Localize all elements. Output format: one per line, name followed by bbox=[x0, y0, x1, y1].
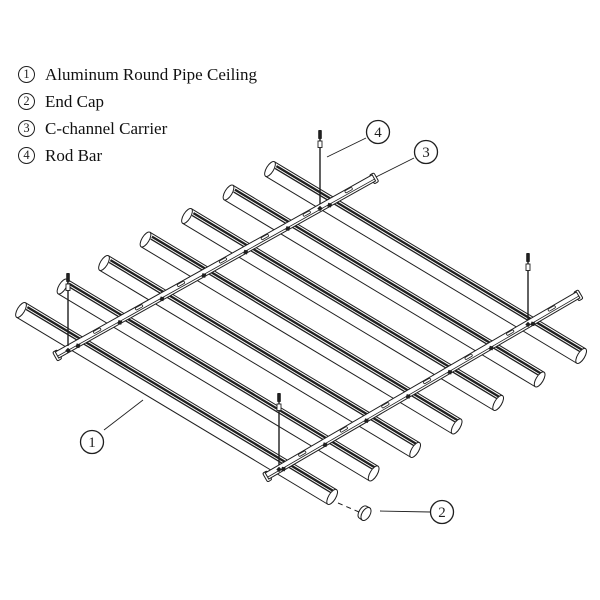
rod-bar bbox=[317, 130, 323, 212]
legend-item-label: Rod Bar bbox=[45, 145, 103, 165]
pipe-clip-dot bbox=[405, 394, 411, 399]
pipe-shading-stripe bbox=[109, 259, 418, 445]
rod-bar bbox=[525, 253, 531, 328]
rod-collar bbox=[65, 283, 71, 291]
callout-leader-line bbox=[375, 157, 415, 178]
assembly-dashed-line bbox=[337, 502, 360, 513]
pipe-far-rim bbox=[222, 184, 235, 201]
pipe-clip-dot bbox=[201, 273, 207, 278]
pipe-clip-dot bbox=[530, 321, 536, 327]
pipe-near-rim bbox=[326, 488, 339, 505]
legend-item-rod-bar: 4 Rod Bar bbox=[18, 142, 257, 169]
callout-circle bbox=[365, 119, 391, 145]
pipe-near-rim bbox=[533, 371, 546, 388]
rod-attachment-dot bbox=[276, 466, 282, 473]
carrier-slot bbox=[547, 305, 556, 312]
carrier-slot bbox=[344, 187, 353, 194]
pipe-clip-dot bbox=[327, 202, 332, 208]
rod-attachment-dot bbox=[525, 321, 531, 328]
carrier-slot bbox=[302, 210, 311, 217]
legend-number-badge: 1 bbox=[18, 66, 35, 83]
pipe-near-rim bbox=[367, 465, 380, 482]
pipe-shading-stripe bbox=[151, 235, 459, 422]
pipe-clip-dot bbox=[488, 345, 494, 351]
carrier-slot bbox=[176, 280, 186, 287]
carrier-slot bbox=[381, 402, 390, 409]
pipe-clip-dot bbox=[281, 466, 286, 472]
carrier-slot bbox=[506, 329, 515, 336]
rod-top-cap bbox=[318, 130, 322, 139]
carrier-slot bbox=[464, 353, 473, 360]
pipe-far-rim bbox=[181, 207, 193, 225]
pipe-clip-dot bbox=[447, 369, 453, 375]
rod-top-cap bbox=[277, 393, 281, 402]
pipe-near-rim bbox=[492, 394, 505, 411]
end-cap bbox=[357, 505, 372, 522]
rod-bar bbox=[276, 393, 282, 473]
legend-number-badge: 3 bbox=[18, 120, 35, 137]
pipe-clip-dot bbox=[322, 442, 328, 448]
rod-collar bbox=[276, 403, 282, 411]
callout-circle bbox=[429, 499, 455, 525]
pipe-shading-stripe bbox=[68, 282, 376, 469]
callout-number: 1 bbox=[88, 435, 96, 451]
callout-rod-bar: 4 bbox=[326, 119, 391, 158]
pipe-near-rim bbox=[409, 441, 422, 458]
pipe-shading-stripe bbox=[26, 306, 335, 492]
rod-collar bbox=[525, 263, 531, 271]
rod-attachment-dot bbox=[317, 205, 323, 212]
carrier-slot bbox=[339, 426, 348, 433]
rod-bar bbox=[65, 273, 71, 354]
callout-number: 3 bbox=[422, 145, 430, 161]
callout-number: 4 bbox=[374, 125, 382, 141]
pipe-clip-dot bbox=[285, 226, 291, 231]
rod-collar bbox=[317, 140, 323, 148]
c-channel-carrier bbox=[52, 172, 379, 361]
legend-number-badge: 2 bbox=[18, 93, 35, 110]
rod-top-cap bbox=[66, 273, 70, 282]
pipe-far-rim bbox=[139, 231, 152, 248]
carrier-slot bbox=[134, 304, 144, 311]
pipe-clip-dot bbox=[364, 418, 369, 424]
pipe-far-rim bbox=[264, 160, 276, 178]
drawing-layers bbox=[15, 130, 588, 522]
legend-item-label: End Cap bbox=[45, 91, 105, 111]
carrier-slot bbox=[422, 377, 432, 385]
pipe-shading-stripe bbox=[274, 167, 582, 353]
round-pipe bbox=[56, 278, 380, 482]
c-channel-carrier bbox=[262, 289, 584, 482]
carrier-slot bbox=[298, 450, 307, 457]
legend: 1 Aluminum Round Pipe Ceiling 2 End Cap … bbox=[18, 61, 257, 169]
pipe-far-rim bbox=[98, 254, 110, 272]
carrier-slot bbox=[93, 327, 102, 334]
pipe-far-rim bbox=[15, 301, 27, 319]
carrier-slot bbox=[260, 234, 269, 241]
pipe-clip-dot bbox=[117, 320, 123, 325]
callout-circle bbox=[79, 429, 105, 455]
legend-item-label: Aluminum Round Pipe Ceiling bbox=[45, 64, 258, 84]
callout-end-cap: 2 bbox=[379, 499, 455, 525]
callout-leader-line bbox=[103, 399, 144, 431]
pipe-near-rim bbox=[575, 347, 588, 364]
carrier-slot bbox=[218, 257, 228, 264]
callout-pipe: 1 bbox=[79, 399, 144, 455]
legend-item-label: C-channel Carrier bbox=[45, 118, 168, 138]
rod-top-cap bbox=[526, 253, 530, 262]
pipe-near-rim bbox=[450, 418, 463, 435]
legend-item-end-cap: 2 End Cap bbox=[18, 88, 257, 115]
callout-number: 2 bbox=[438, 505, 446, 521]
rod-attachment-dot bbox=[65, 347, 71, 354]
legend-item-carrier: 3 C-channel Carrier bbox=[18, 115, 257, 142]
pipe-clip-dot bbox=[159, 296, 165, 302]
callout-circle bbox=[413, 139, 439, 165]
callout-leader-line bbox=[326, 137, 367, 158]
legend-item-pipe: 1 Aluminum Round Pipe Ceiling bbox=[18, 61, 257, 88]
callout-leader-line bbox=[379, 510, 431, 513]
pipe-clip-dot bbox=[243, 249, 249, 255]
pipe-clip-dot bbox=[75, 343, 81, 349]
callout-carrier: 3 bbox=[375, 139, 439, 178]
legend-number-badge: 4 bbox=[18, 147, 35, 164]
